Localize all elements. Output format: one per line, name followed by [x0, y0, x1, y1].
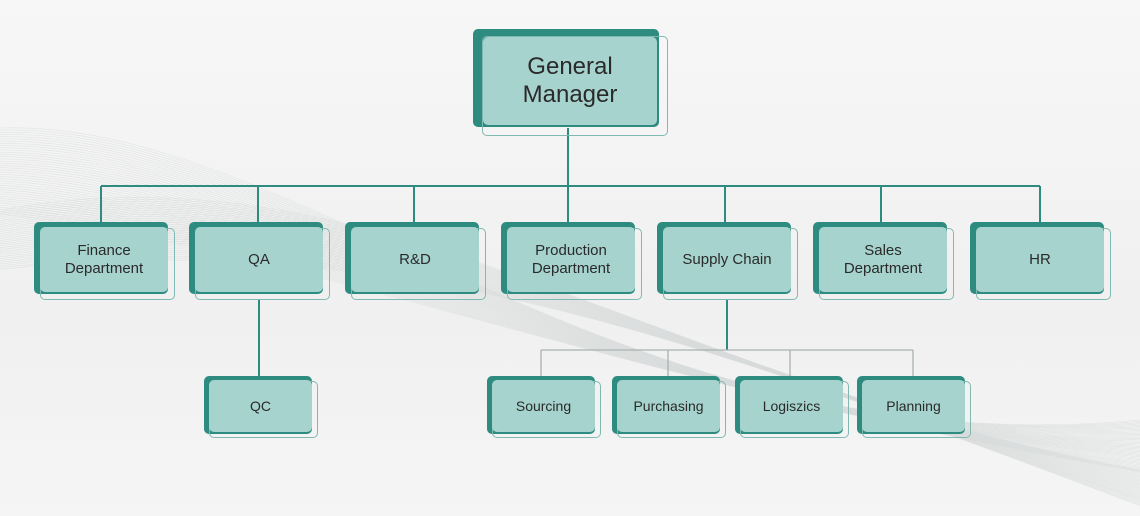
finance-label-line1: Finance — [77, 242, 131, 260]
node-rnd: R&D — [345, 222, 487, 301]
general-manager-label-line1: General — [527, 53, 613, 81]
node-supply-chain: Supply Chain — [657, 222, 799, 301]
node-production-department: Production Department — [501, 222, 643, 301]
node-purchasing: Purchasing — [612, 376, 726, 439]
production-label-line1: Production — [535, 242, 607, 260]
sales-label-line1: Sales — [864, 242, 902, 260]
node-finance-department: Finance Department — [34, 222, 176, 301]
node-hr: HR — [970, 222, 1112, 301]
production-label-line2: Department — [531, 259, 611, 277]
hr-label: HR — [1029, 250, 1051, 268]
node-qa: QA — [189, 222, 331, 301]
finance-label-line2: Department — [64, 259, 144, 277]
qa-label: QA — [248, 250, 270, 268]
node-sourcing: Sourcing — [487, 376, 601, 439]
sourcing-label: Sourcing — [515, 397, 572, 414]
rnd-label: R&D — [399, 250, 431, 268]
sales-label-line2: Department — [843, 259, 923, 277]
purchasing-label: Purchasing — [633, 397, 704, 414]
logiszics-label: Logiszics — [762, 397, 821, 414]
planning-label: Planning — [886, 397, 941, 414]
general-manager-label-line2: Manager — [522, 81, 618, 108]
node-logiszics: Logiszics — [735, 376, 849, 439]
supply-chain-label: Supply Chain — [682, 250, 772, 268]
node-general-manager: General Manager — [473, 29, 669, 137]
qc-label: QC — [250, 397, 271, 414]
node-qc: QC — [204, 376, 318, 439]
node-sales-department: Sales Department — [813, 222, 955, 301]
node-planning: Planning — [857, 376, 971, 439]
